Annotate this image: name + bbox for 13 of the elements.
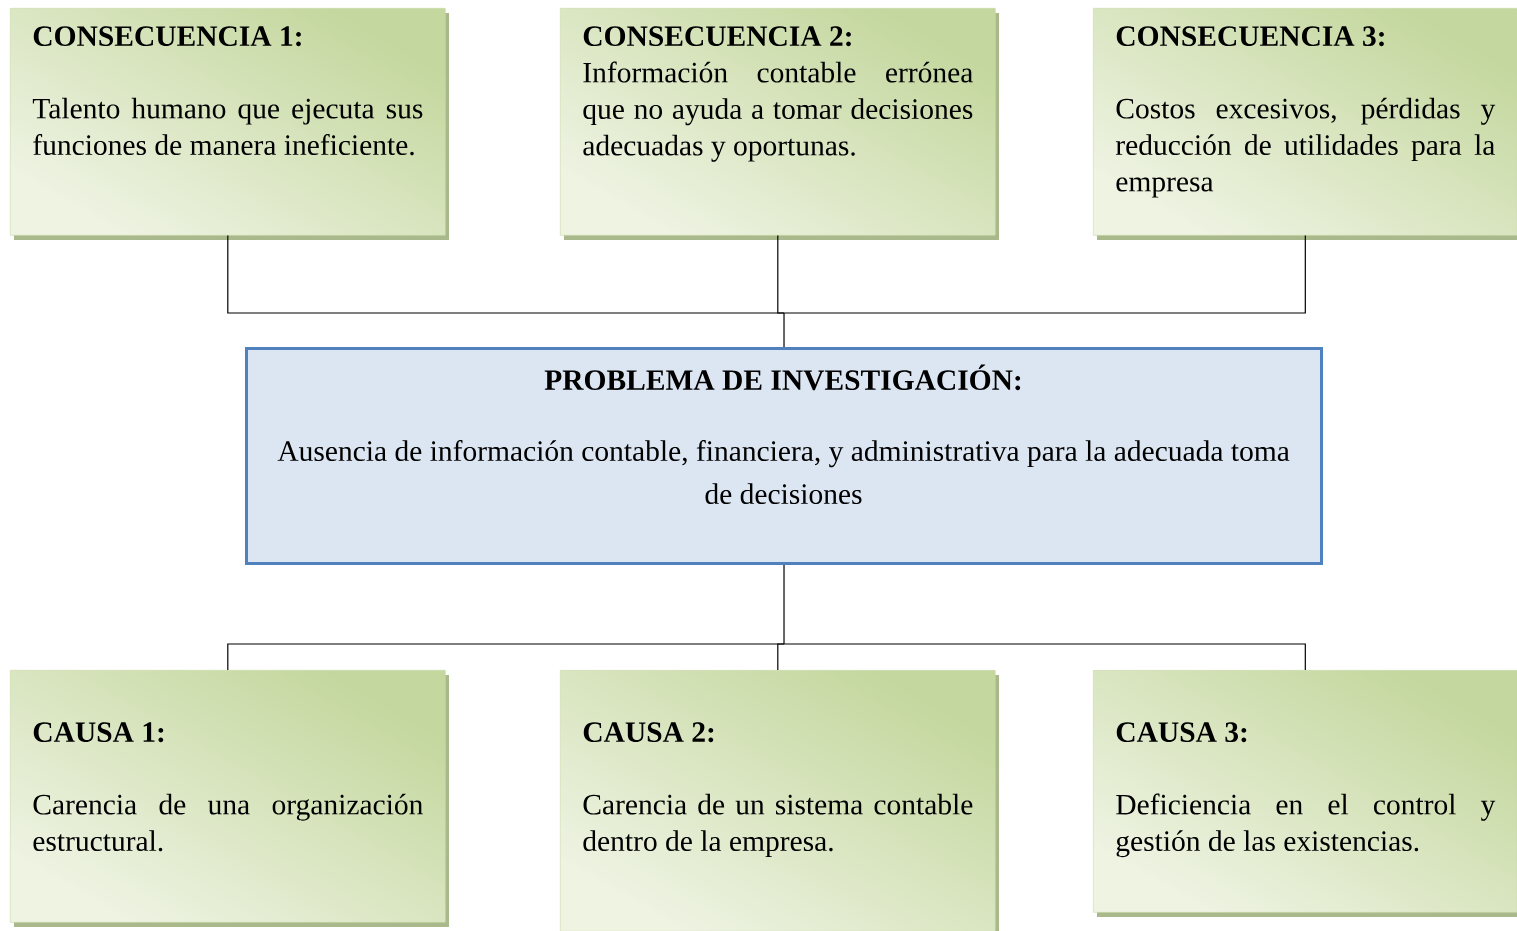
connector-line — [783, 564, 785, 645]
connector-line — [783, 235, 1306, 314]
card-box: CONSECUENCIA 1: Talento humano que ejecuta sus funciones de manera ineficiente. — [10, 8, 449, 240]
connector-line — [783, 643, 1306, 671]
connector-line — [783, 312, 785, 348]
problem-box: PROBLEMA DE INVESTIGACIÓN: Ausencia de información contable, financiera, y administrativa para la adecuada toma de decisiones — [245, 347, 1323, 565]
card-box: CONSECUENCIA 3: Costos excesivos, pérdidas y reducción de utilidades para la empresa — [1093, 8, 1517, 240]
connector-line — [777, 235, 785, 314]
card-box: CONSECUENCIA 2: Información contable errónea que no ayuda a tomar decisiones adecuadas y oportunas. — [560, 8, 999, 240]
connector-line — [777, 643, 785, 671]
card-box: CAUSA 1: Carencia de una organización estructural. — [10, 670, 449, 927]
card-box: CAUSA 2: Carencia de un sistema contable dentro de la empresa. — [560, 670, 999, 931]
card-box: CAUSA 3: Deficiencia en el control y gestión de las existencias. — [1093, 670, 1517, 917]
